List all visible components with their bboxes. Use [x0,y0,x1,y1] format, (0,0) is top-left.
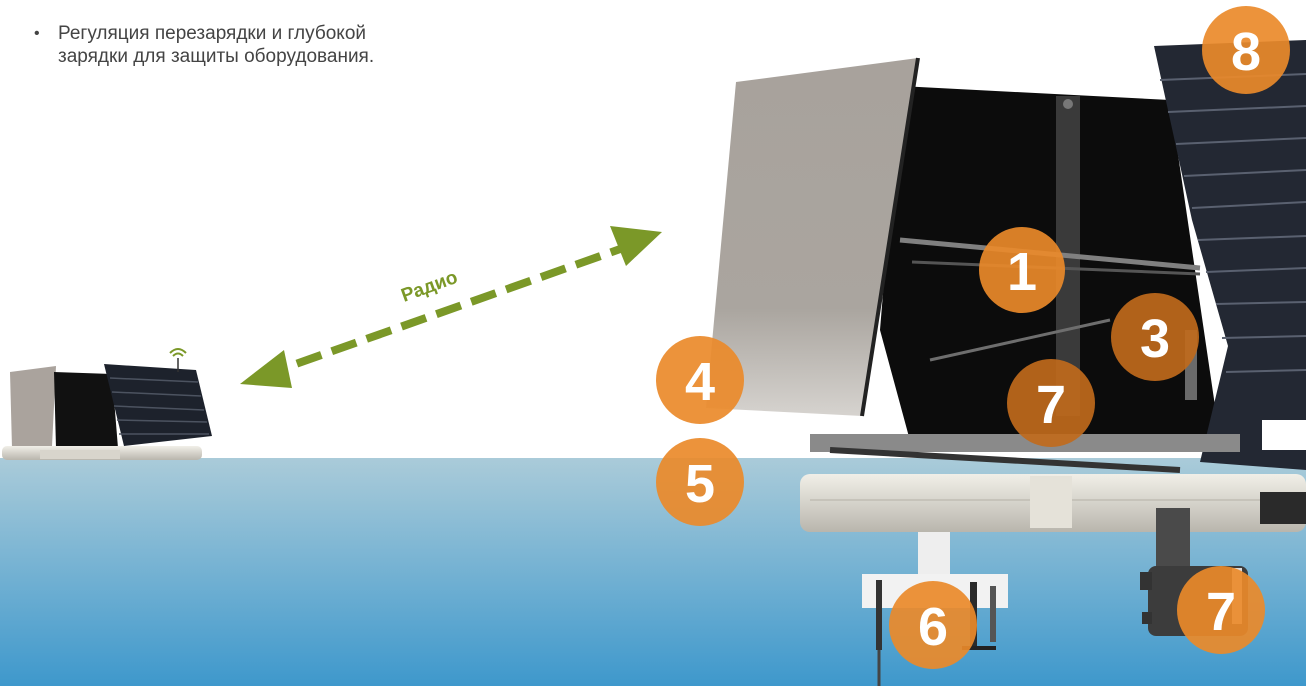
callout-8: 8 [1202,6,1290,94]
list-item: • Регуляция перезарядки и глубокой заряд… [34,22,494,68]
callout-1: 1 [979,227,1065,313]
radio-label: Радио [399,267,461,307]
svg-text:4: 4 [685,352,715,412]
svg-text:7: 7 [1206,582,1236,642]
svg-text:3: 3 [1140,309,1170,369]
svg-text:5: 5 [685,454,715,514]
svg-text:8: 8 [1231,22,1261,82]
pontoon [800,474,1306,532]
svg-text:6: 6 [918,597,948,657]
callout-7-upper: 7 [1007,359,1095,447]
callout-4: 4 [656,336,744,424]
callout-6: 6 [889,581,977,669]
bullet-icon: • [34,22,40,45]
callout-3: 3 [1111,293,1199,381]
callout-5: 5 [656,438,744,526]
feature-list: • Регуляция перезарядки и глубокой заряд… [34,22,494,68]
small-floating-station [2,349,212,460]
svg-text:7: 7 [1036,375,1066,435]
callout-7-lower: 7 [1177,566,1265,654]
svg-text:1: 1 [1007,242,1037,302]
list-item-text: Регуляция перезарядки и глубокой зарядки… [58,23,374,67]
radio-link-arrow [240,226,662,388]
